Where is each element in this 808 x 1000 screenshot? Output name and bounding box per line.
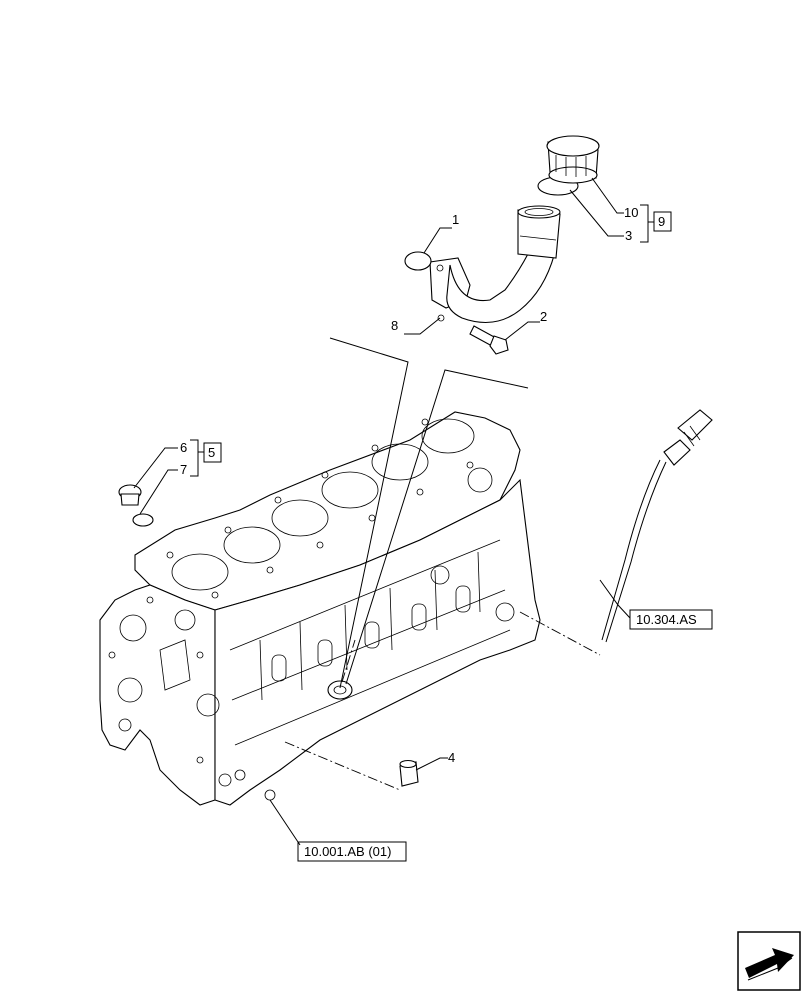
callout-6: 6 [180,440,187,455]
o-ring-part [404,251,432,271]
assembly-lines [284,611,601,791]
filler-tube-part [429,205,561,323]
reference-dipstick: 10.304.AS [636,612,697,627]
callout-9-box [653,211,672,232]
callout-1: 1 [452,212,459,227]
reference-box-dipstick [629,609,713,630]
dipstick-part [601,409,713,643]
filler-cap-part [546,135,600,184]
projection-lines [329,337,529,689]
engine-block [99,411,541,806]
plug-part [118,484,142,506]
callout-7: 7 [180,462,187,477]
arrow-flat-icon[interactable] [737,931,801,991]
sleeve-part [399,759,419,787]
reference-block: 10.001.AB (01) [304,844,391,859]
callout-8: 8 [391,318,398,333]
plug-o-ring-part [132,513,154,527]
reference-box-block [297,841,407,862]
leader-lines [133,177,654,846]
callout-5: 5 [208,445,215,460]
bolt-part [469,325,509,355]
callout-4: 4 [448,750,455,765]
callout-9: 9 [658,214,665,229]
callout-2: 2 [540,309,547,324]
callout-5-box [203,442,222,463]
callout-10: 10 [624,205,638,220]
callout-3: 3 [625,228,632,243]
